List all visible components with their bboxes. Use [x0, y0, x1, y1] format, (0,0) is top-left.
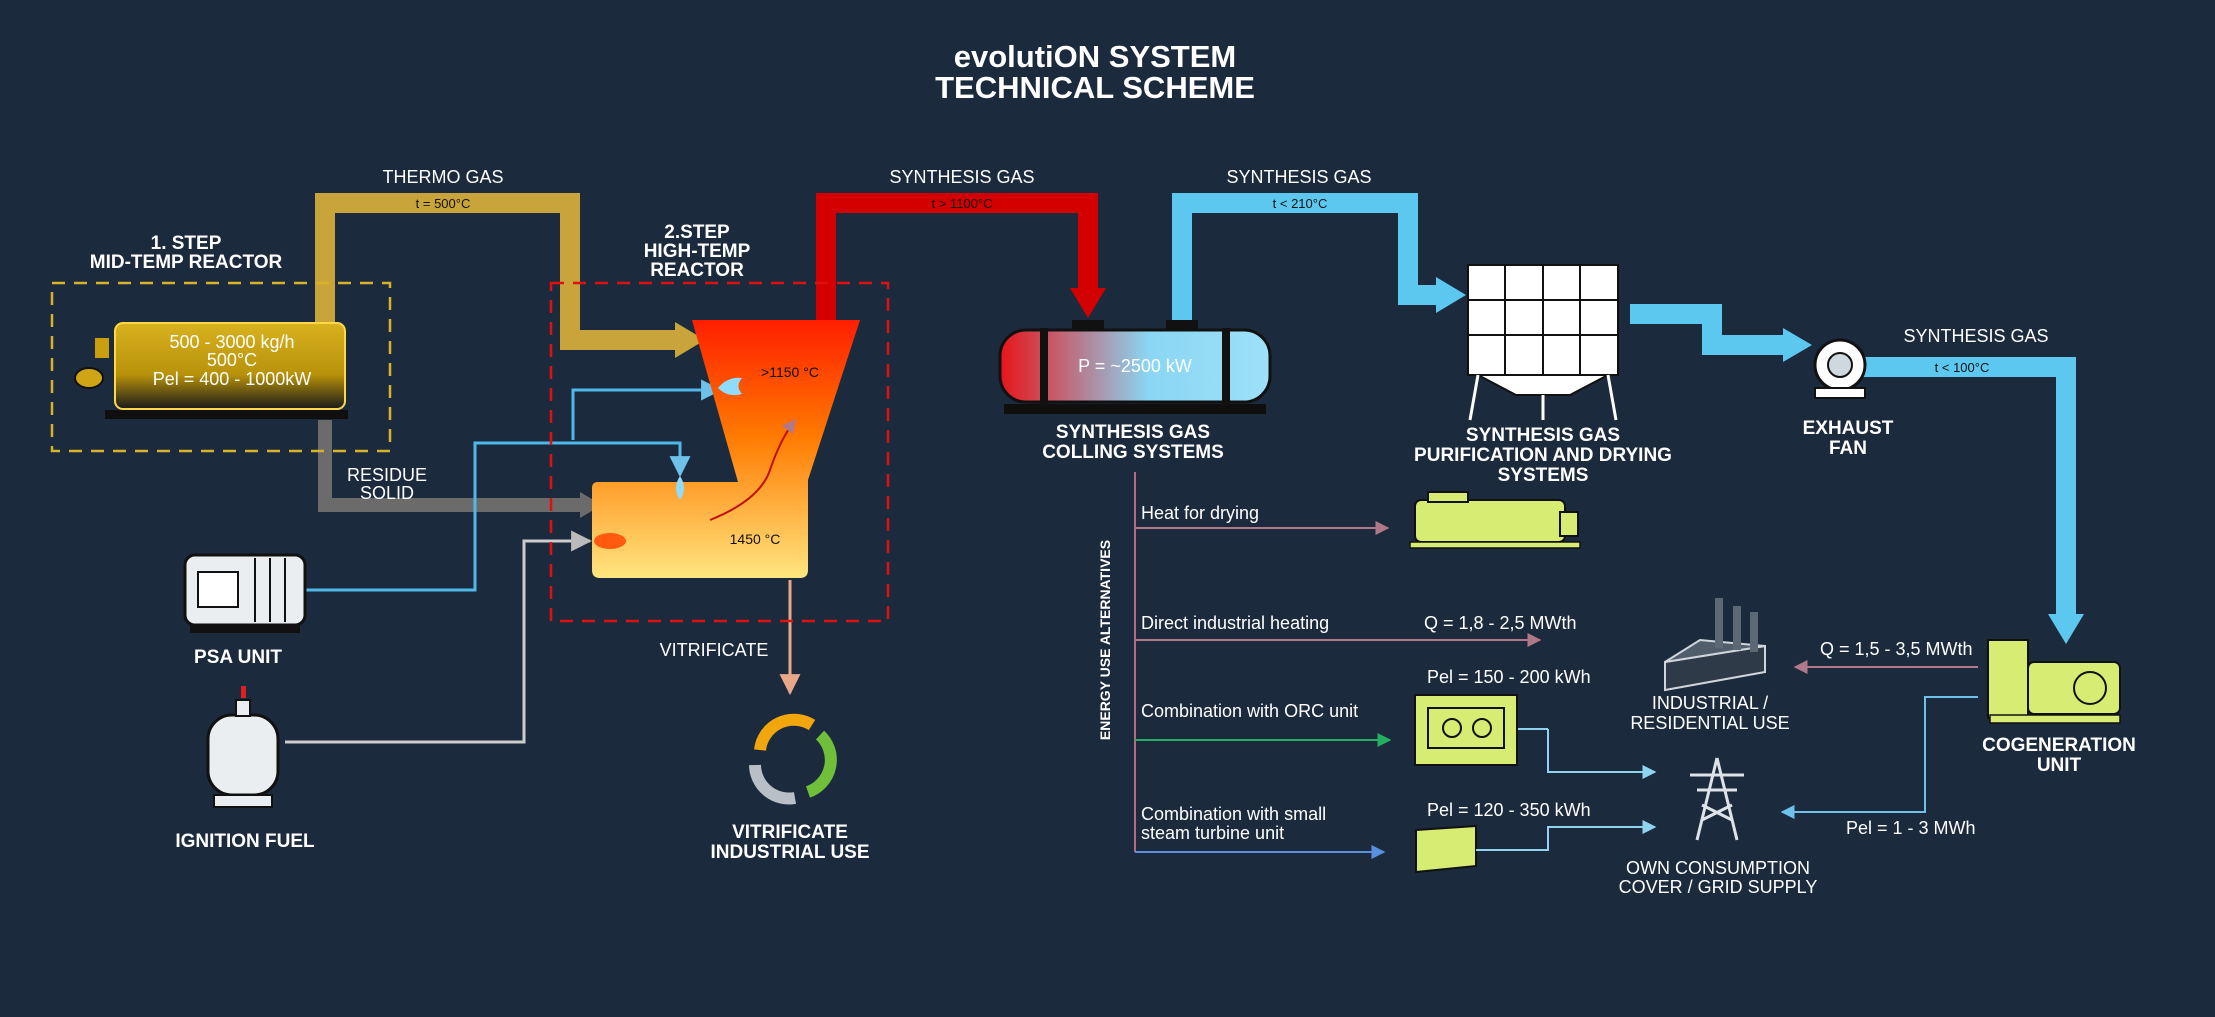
- cooling-title-2: COLLING SYSTEMS: [1042, 442, 1224, 463]
- factory-icon: [1664, 598, 1766, 692]
- step1-pel: Pel = 400 - 1000kW: [153, 369, 312, 389]
- mid-temp-reactor: [74, 322, 348, 419]
- step2-temp-bottom: 1450 °C: [730, 531, 781, 547]
- psa-unit-icon: [183, 553, 307, 633]
- step1-capacity: 500 - 3000 kg/h: [169, 332, 294, 352]
- purification-title-1: SYNTHESIS GAS: [1466, 425, 1620, 446]
- hot-syngas-arrow: [1070, 288, 1106, 318]
- step2-title-3: REACTOR: [650, 260, 744, 281]
- ignition-fuel-tank-icon: [206, 686, 280, 808]
- step2-boundary: [549, 281, 890, 623]
- vitri-use-title-2: INDUSTRIAL USE: [710, 842, 869, 863]
- direct-heating-q: Q = 1,8 - 2,5 MWth: [1424, 613, 1577, 633]
- psa-line-lower: [300, 441, 691, 592]
- psa-line-upper: [571, 379, 723, 440]
- cool-syngas-pipe-1: [1172, 193, 1440, 322]
- psa-label: PSA UNIT: [194, 647, 282, 668]
- residue-label-2: SOLID: [360, 483, 414, 503]
- power-pylon-icon: [1690, 757, 1744, 841]
- industrial-title-2: RESIDENTIAL USE: [1630, 713, 1789, 733]
- hot-syngas-pipe: [816, 193, 1098, 322]
- steam-pel: Pel = 120 - 350 kWh: [1427, 800, 1591, 820]
- own-pel: Pel = 1 - 3 MWh: [1846, 818, 1976, 838]
- cool-syngas-temp-1: t < 210°C: [1273, 196, 1328, 211]
- step2-title-1: 2.STEP: [664, 222, 730, 243]
- heat-drying-label: Heat for drying: [1141, 503, 1259, 523]
- thermo-gas-temp: t = 500°C: [416, 196, 471, 211]
- direct-heating-label: Direct industrial heating: [1141, 613, 1329, 633]
- industrial-title-1: INDUSTRIAL /: [1652, 693, 1768, 713]
- orc-unit-icon: [1414, 694, 1518, 766]
- purification-title-3: SYSTEMS: [1498, 465, 1589, 486]
- purification-tower: [1467, 264, 1619, 421]
- cool-syngas-arrow-1: [1436, 277, 1466, 313]
- recycle-icon: [749, 713, 837, 805]
- industrial-q: Q = 1,5 - 3,5 MWth: [1820, 639, 1973, 659]
- steam-label-2: steam turbine unit: [1141, 823, 1284, 843]
- step1-temp: 500°C: [207, 350, 257, 370]
- vitri-use-title-1: VITRIFICATE: [732, 822, 848, 843]
- steam-to-grid-line: [1476, 820, 1657, 851]
- cool-syngas-temp-3: t < 100°C: [1935, 360, 1990, 375]
- cogeneration-unit-icon: [1987, 639, 2121, 724]
- ignition-fuel-line: [285, 530, 593, 744]
- cogeneration-title-1: COGENERATION: [1982, 735, 2136, 756]
- cool-syngas-pipe-2: [1630, 304, 1785, 355]
- cool-syngas-label-3: SYNTHESIS GAS: [1903, 326, 2048, 346]
- fan-title-2: FAN: [1829, 438, 1867, 459]
- orc-pel: Pel = 150 - 200 kWh: [1427, 667, 1591, 687]
- step1-title-1: 1. STEP: [151, 233, 222, 254]
- cool-syngas-arrow-2: [1783, 328, 1812, 362]
- step1-boundary: [50, 281, 392, 453]
- reactor-flow-arrow: [709, 418, 796, 521]
- syngas-cooling-tank: [998, 320, 1272, 414]
- dryer-icon: [1409, 491, 1581, 549]
- orc-label: Combination with ORC unit: [1141, 701, 1358, 721]
- ignition-label: IGNITION FUEL: [175, 831, 315, 852]
- orc-to-grid-line: [1547, 729, 1657, 779]
- residue-label-1: RESIDUE: [347, 465, 427, 485]
- cool-syngas-label-1: SYNTHESIS GAS: [1226, 167, 1371, 187]
- fan-title-1: EXHAUST: [1803, 418, 1894, 439]
- cogeneration-title-2: UNIT: [2037, 755, 2082, 776]
- flame-icon-middle: [676, 476, 684, 500]
- steam-turbine-icon: [1415, 824, 1477, 874]
- step2-temp-top: >1150 °C: [761, 364, 819, 380]
- own-title-2: COVER / GRID SUPPLY: [1619, 877, 1818, 897]
- cool-syngas-arrow-3: [2048, 614, 2084, 644]
- cogeneration-to-grid-line: [1780, 696, 1978, 819]
- steam-label-1: Combination with small: [1141, 804, 1326, 824]
- vitrificate-label: VITRIFICATE: [660, 640, 769, 660]
- flame-icon-lower: [594, 533, 626, 549]
- thermo-gas-arrow: [675, 322, 705, 358]
- energy-vertical-label: ENERGY USE ALTERNATIVES: [1097, 540, 1113, 740]
- flame-icon-upper: [718, 377, 742, 396]
- high-temp-reactor: [592, 320, 860, 578]
- title-line-1: evolutiON SYSTEM: [954, 39, 1236, 74]
- cooling-title-1: SYNTHESIS GAS: [1056, 422, 1210, 443]
- thermo-gas-pipe: [315, 193, 680, 350]
- thermo-gas-label: THERMO GAS: [382, 167, 503, 187]
- purification-title-2: PURIFICATION AND DRYING: [1414, 445, 1672, 466]
- cool-syngas-pipe-3: [1850, 357, 2076, 618]
- exhaust-fan-icon: [1813, 338, 1867, 399]
- own-title-1: OWN CONSUMPTION: [1626, 858, 1810, 878]
- step1-title-2: MID-TEMP REACTOR: [90, 252, 283, 273]
- residue-arrow: [580, 492, 602, 518]
- hot-syngas-temp: t > 1100°C: [932, 196, 993, 211]
- title-line-2: TECHNICAL SCHEME: [935, 70, 1255, 105]
- step2-title-2: HIGH-TEMP: [644, 241, 751, 262]
- cooling-power: P = ~2500 kW: [1078, 356, 1192, 376]
- hot-syngas-label: SYNTHESIS GAS: [889, 167, 1034, 187]
